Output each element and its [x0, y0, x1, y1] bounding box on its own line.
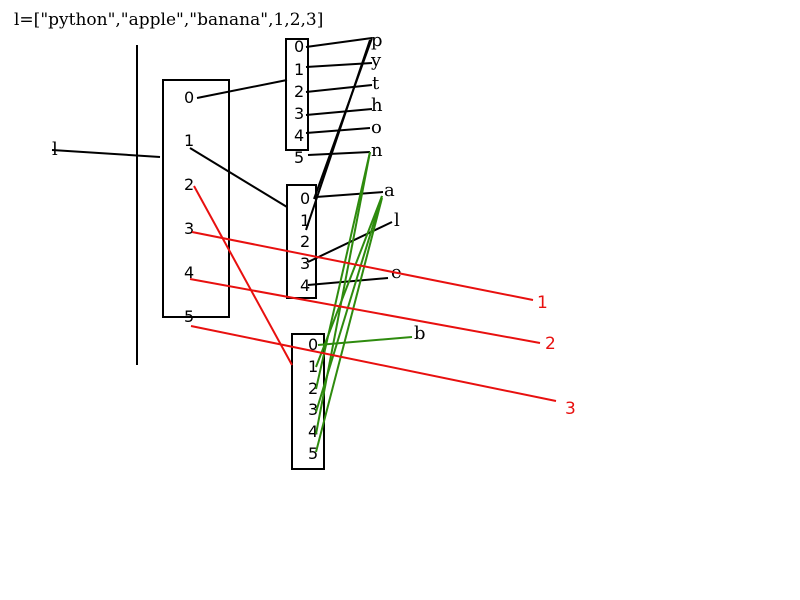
outer-index-3: 3 [184, 219, 194, 238]
char-b: b [414, 323, 426, 344]
title-code: l=["python","apple","banana",1,2,3] [14, 10, 323, 30]
char-t: t [372, 73, 380, 94]
pointer-apple0-a [315, 191, 384, 198]
outer-list-box [162, 79, 230, 318]
char-o: o [371, 117, 382, 138]
apple-index-1: 1 [300, 211, 310, 230]
pointer-outer2-banana [193, 185, 293, 366]
pointer-outer0-python [196, 79, 288, 99]
pointer-banana4-n [315, 151, 371, 435]
apple-index-2: 2 [300, 232, 310, 251]
int-value-3: 3 [565, 399, 576, 419]
banana-index-5: 5 [308, 444, 318, 463]
banana-index-0: 0 [308, 335, 318, 354]
python-index-1: 1 [294, 60, 304, 79]
banana-index-4: 4 [308, 422, 318, 441]
pointer-python3-h [305, 108, 373, 116]
char-h: h [371, 95, 383, 116]
char-n: n [371, 140, 383, 161]
python-index-5: 5 [294, 148, 304, 167]
python-index-0: 0 [294, 37, 304, 56]
outer-index-1: 1 [184, 131, 194, 150]
python-index-4: 4 [294, 126, 304, 145]
char-y: y [370, 50, 382, 71]
apple-list-box [286, 184, 317, 299]
banana-index-1: 1 [308, 357, 318, 376]
variable-pointer [51, 149, 161, 158]
apple-index-0: 0 [300, 189, 310, 208]
apple-index-4: 4 [300, 276, 310, 295]
pointer-python2-t [305, 84, 373, 93]
banana-list-box [291, 333, 325, 470]
pointer-outer1-apple [189, 147, 288, 208]
char-p: p [371, 30, 383, 51]
char-a: a [384, 180, 395, 201]
pointer-banana5-a [315, 197, 383, 453]
pointer-apple2-p [305, 39, 371, 231]
pointer-outer3-int1 [191, 231, 534, 301]
outer-index-4: 4 [184, 263, 194, 282]
python-index-3: 3 [294, 104, 304, 123]
python-list-box [285, 38, 309, 151]
outer-index-0: 0 [184, 88, 194, 107]
python-index-2: 2 [294, 82, 304, 101]
outer-index-2: 2 [184, 175, 194, 194]
apple-index-3: 3 [300, 254, 310, 273]
pointer-banana0-b [317, 336, 413, 346]
banana-index-2: 2 [308, 379, 318, 398]
outer-index-5: 5 [184, 307, 194, 326]
pointer-outer4-int2 [189, 278, 541, 344]
pointer-python0-p [305, 37, 373, 48]
pointer-banana2-n [315, 151, 371, 390]
char-l: l [394, 210, 400, 231]
int-value-2: 2 [545, 334, 556, 354]
pointer-python5-n [307, 151, 371, 156]
int-value-1: 1 [537, 293, 548, 313]
pointer-outer5-int3 [190, 325, 557, 402]
banana-index-3: 3 [308, 400, 318, 419]
